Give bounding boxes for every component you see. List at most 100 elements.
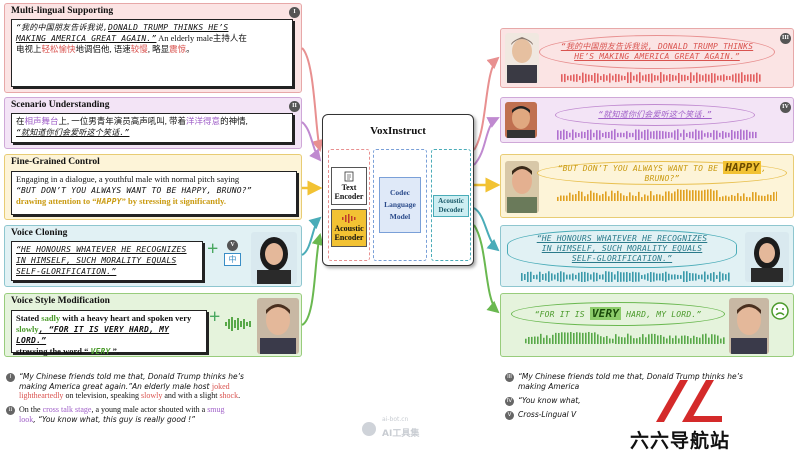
brand-logo: 六六导航站 (630, 378, 760, 450)
waveform-bar (749, 131, 751, 139)
panel-title: Fine-Grained Control (11, 157, 100, 167)
waveform-bar (710, 189, 712, 201)
waveform-bar (695, 190, 697, 201)
waveform-bar (732, 74, 734, 82)
panel-title: Voice Style Modification (11, 296, 110, 306)
waveform-bar (567, 75, 569, 81)
waveform-bar (660, 335, 662, 344)
waveform-bar (707, 189, 709, 201)
waveform-bar (731, 194, 733, 201)
waveform-bar (566, 195, 568, 201)
waveform-bar (639, 72, 641, 83)
waveform-bar (602, 132, 604, 138)
waveform-bar (647, 273, 649, 281)
waveform-bar (578, 272, 580, 282)
waveform-bar (699, 337, 701, 344)
waveform-bar (722, 131, 724, 139)
waveform-bar (597, 334, 599, 344)
waveform-bar (720, 338, 722, 344)
acoustic-decoder-block: Acoustic Decoder (433, 195, 469, 217)
waveform-bar (684, 335, 686, 344)
waveform-bar (683, 129, 685, 140)
waveform-bar (596, 193, 598, 201)
waveform-bar (689, 272, 691, 282)
waveform-bar (669, 335, 671, 344)
waveform-bar (749, 197, 751, 201)
waveform-bar (566, 131, 568, 139)
waveform-bar (596, 272, 598, 282)
waveform-bar (608, 271, 610, 282)
waveform-bar (671, 132, 673, 138)
waveform-bar (621, 75, 623, 81)
waveform-bar (684, 74, 686, 82)
waveform-bar (674, 130, 676, 140)
codec-lm-block: Codec Language Model (379, 177, 421, 233)
waveform-bar (708, 74, 710, 82)
waveform-bar (590, 190, 592, 201)
waveform-bar (738, 73, 740, 83)
waveform-bar (678, 73, 680, 83)
waveform-bar (705, 333, 707, 344)
waveform-bar (630, 335, 632, 344)
waveform-bar (689, 131, 691, 139)
waveform-bar (594, 72, 596, 83)
waveform-bar (584, 271, 586, 282)
waveform-bar (713, 190, 715, 201)
waveform-bar (626, 272, 628, 282)
waveform-bar (692, 190, 694, 201)
waveform-bar (663, 74, 665, 82)
waveform-bar (626, 196, 628, 201)
model-title: VoxInstruct (370, 125, 426, 137)
waveform-bar (560, 195, 562, 201)
panel-cloning: Voice Cloning “HE HONOURS WHATEVER HE RE… (4, 225, 302, 287)
waveform-bar (707, 132, 709, 138)
waveform-bar (600, 75, 602, 81)
waveform-bar (659, 130, 661, 140)
waveform-bar (767, 194, 769, 201)
waveform-bar (609, 73, 611, 83)
waveform-bar (698, 274, 700, 280)
waveform-bar (654, 333, 656, 344)
waveform-bar (575, 132, 577, 138)
output-style: “FOR IT IS VERY HARD, MY LORD.” (500, 293, 794, 357)
waveform-bar (557, 272, 559, 282)
waveform-bar (615, 73, 617, 83)
waveform-bar (752, 131, 754, 139)
waveform-bar (602, 193, 604, 201)
waveform-bar (536, 274, 538, 280)
waveform-bar (623, 272, 625, 282)
waveform-bar (621, 337, 623, 344)
instruction-bubble: “我的中国朋友告诉我说,DONALD TRUMP THINKS HE’S MAK… (11, 19, 293, 87)
waveform-bar (609, 338, 611, 344)
badge-icon: III (780, 33, 791, 44)
waveform-bar (575, 194, 577, 201)
speaker-avatar-woman (745, 232, 789, 282)
waveform-bar (650, 272, 652, 282)
waveform-bar (581, 271, 583, 282)
waveform-bar (686, 189, 688, 201)
waveform-bar (632, 195, 634, 201)
waveform-bar (734, 195, 736, 201)
waveform-bar (674, 274, 676, 280)
waveform-bar (726, 75, 728, 81)
waveform-bar (569, 132, 571, 138)
waveform-bar (552, 334, 554, 344)
waveform-bar (539, 271, 541, 282)
waveform-bar (723, 74, 725, 82)
waveform-bar (719, 271, 721, 282)
waveform-bar (593, 132, 595, 138)
waveform-bar (737, 193, 739, 201)
waveform-bar (554, 274, 556, 280)
waveform-bar (740, 196, 742, 201)
brand-mark-icon (656, 380, 722, 422)
waveform-bar (699, 74, 701, 82)
speech-bubble: “就知道你们会爱听这个笑话.” (555, 104, 755, 126)
waveform-bar (525, 338, 527, 344)
waveform-bar (596, 130, 598, 140)
waveform-bar (680, 275, 682, 279)
waveform-bar (650, 191, 652, 201)
waveform-bar (563, 195, 565, 201)
waveform-bar (587, 272, 589, 282)
waveform-bar (530, 271, 532, 282)
